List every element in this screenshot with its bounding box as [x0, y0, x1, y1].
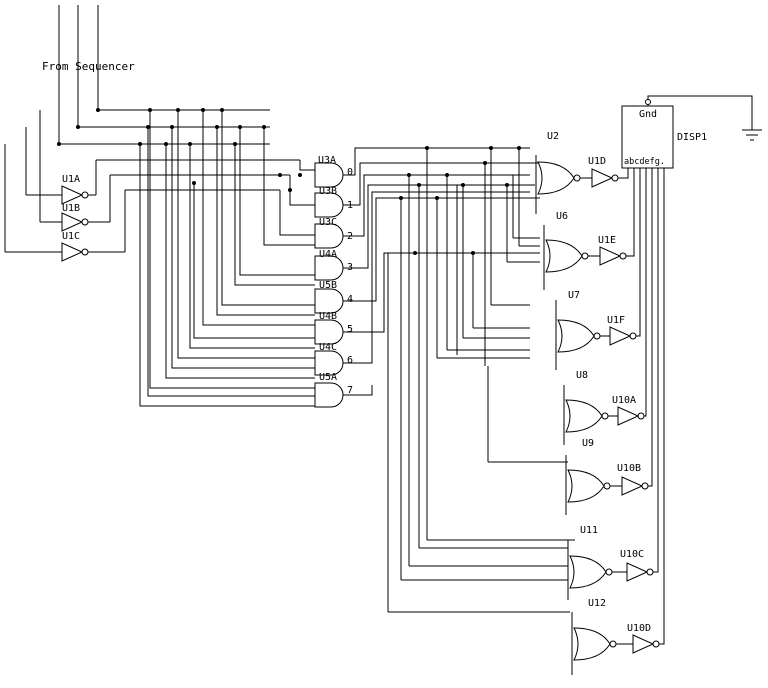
and-output-label: 3	[347, 262, 353, 273]
source-label: From Sequencer	[42, 60, 135, 73]
or-gate-label: U2	[547, 131, 559, 142]
or-gate-label: U9	[582, 438, 594, 449]
and-output-label: 7	[347, 385, 353, 396]
and-gate-label: U4C	[319, 342, 337, 353]
or-gate-label: U6	[556, 211, 568, 222]
display-gnd-label: Gnd	[639, 109, 657, 120]
inverter-label: U1A	[62, 174, 80, 185]
or-gate-label: U8	[576, 370, 588, 381]
display-wiring	[618, 95, 762, 645]
and-output-label: 1	[347, 200, 353, 211]
or-bus	[387, 148, 575, 613]
display-segments: abcdefg.	[624, 157, 665, 167]
and-output-label: 6	[347, 355, 353, 366]
inverter-label: U10A	[612, 395, 636, 406]
or-gate-label: U12	[588, 598, 606, 609]
input-inverters	[61, 159, 302, 262]
inverter-label: U10D	[627, 623, 651, 634]
inverter-label: U1F	[607, 315, 625, 326]
and-output-label: 2	[347, 231, 353, 242]
inverter-label: U10B	[617, 463, 641, 474]
and-gate-label: U4A	[319, 249, 337, 260]
inverter-label: U1D	[588, 156, 606, 167]
inverter-label: U1C	[62, 231, 80, 242]
labels: From Sequencer U1A U1B U1C U1D U1E U1F U…	[42, 60, 707, 634]
and-gates	[314, 162, 344, 408]
or-gates	[535, 155, 611, 675]
or-gate-label: U11	[580, 525, 598, 536]
output-inverters	[573, 168, 660, 654]
and-gate-label: U3A	[318, 155, 336, 166]
or-gate-label: U7	[568, 290, 580, 301]
display-ref: DISP1	[677, 132, 707, 143]
and-gate-label: U3C	[319, 217, 337, 228]
and-output-label: 4	[347, 294, 353, 305]
and-output-label: 0	[347, 167, 353, 178]
and-gate-feeds	[139, 110, 315, 407]
inverter-label: U1E	[598, 235, 616, 246]
inverter-label: U1B	[62, 203, 80, 214]
and-gate-label: U5A	[319, 372, 337, 383]
and-gate-label: U3B	[319, 186, 337, 197]
and-gate-label: U5B	[319, 280, 337, 291]
sequencer-inputs	[4, 5, 270, 253]
inverter-label: U10C	[620, 549, 644, 560]
and-output-label: 5	[347, 324, 353, 335]
and-gate-label: U4B	[319, 311, 337, 322]
